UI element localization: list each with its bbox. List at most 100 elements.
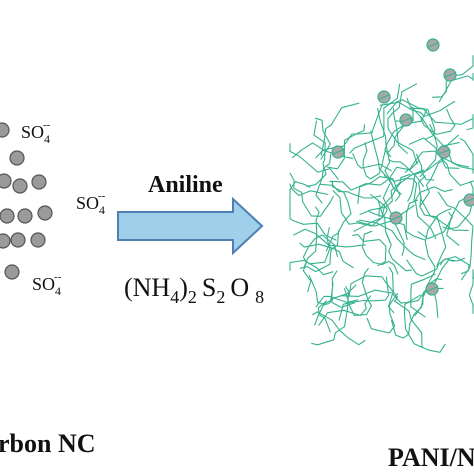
pani-fiber [418,175,469,231]
pani-fiber [403,294,446,353]
pani-fiber [352,234,387,267]
pani-fiber [359,173,411,216]
pani-fiber [315,153,332,204]
pani-fiber [406,98,460,147]
carbon-particle [0,208,15,224]
pani-fiber [289,208,337,241]
pani-fiber [325,180,352,252]
pani-fiber [308,270,338,305]
pani-fiber [378,169,425,217]
embedded-particle-strand [332,149,344,155]
pani-fiber [385,232,412,272]
pani-fiber [356,220,408,241]
pani-fiber [314,284,357,326]
carbon-particle [31,174,47,190]
pani-fiber [440,256,470,275]
pani-fiber [386,109,428,155]
embedded-particle-strand [400,117,412,123]
pani-fiber [362,142,386,180]
carbon-particle [0,233,11,249]
pani-fiber [326,124,366,170]
pani-fiber [332,190,388,227]
pani-fiber [361,230,399,275]
pani-fiber [384,121,411,158]
pani-fiber [306,120,327,187]
sulfate-label-3: SO4-- [32,271,62,298]
pani-fiber [366,293,399,334]
pani-fiber [348,275,398,303]
pani-fiber [408,107,474,125]
pani-fiber [414,186,453,239]
embedded-particle-strand [426,286,438,292]
pani-fiber [388,159,424,187]
pani-fiber [289,172,334,217]
carbon-particle [10,232,26,248]
pani-fiber [379,100,456,117]
pani-fiber [311,286,350,346]
pani-fiber [419,159,444,207]
carbon-particle [30,232,46,248]
embedded-particle-strand [378,94,390,100]
pani-fiber [367,210,405,256]
carbon-particle [0,122,10,138]
embedded-particle-strand [438,149,450,155]
pani-fiber [289,259,334,276]
sulfate-label-1: SO4-- [21,119,51,146]
pani-fiber-network [289,55,474,353]
embedded-particle-strand [427,42,439,48]
pani-fiber [315,295,359,308]
pani-fiber [466,114,474,131]
pani-fiber [319,183,382,199]
pani-fiber [382,183,415,215]
carbon-particle [9,150,25,166]
pani-fiber [420,108,456,135]
reagent-aniline: Aniline [148,172,223,198]
pani-fiber [312,311,366,346]
reaction-arrow [117,196,264,256]
pani-fiber [445,134,474,170]
pani-fiber [329,160,420,191]
pani-fiber [353,194,386,232]
embedded-particle-strand [444,72,456,78]
embedded-particle-strand [464,197,474,203]
pani-fiber [405,199,426,241]
embedded-particle-strand [390,215,402,221]
pani-fiber [406,258,455,277]
pani-fiber [302,206,320,293]
pani-fiber [357,176,401,204]
pani-fiber [289,143,339,180]
carbon-particle [37,205,53,221]
pani-fiber [438,72,474,102]
pani-fiber [410,273,436,318]
pani-fiber [289,181,311,214]
pani-fiber [417,212,453,240]
carbon-particle [12,178,28,194]
pani-fiber [299,230,340,273]
left-caption: rbon NC [0,429,96,458]
pani-fiber [352,153,392,172]
pani-fiber [419,195,447,267]
pani-fiber [344,267,373,316]
pani-fiber [392,107,409,155]
pani-fiber [468,269,474,314]
carbon-particle-cluster [0,122,53,280]
pani-fiber [446,193,474,246]
pani-fiber [315,104,383,159]
pani-fiber [299,242,354,269]
pani-fiber [437,191,474,281]
carbon-particle [17,208,33,224]
pani-fiber [393,300,423,349]
pani-fiber [292,142,354,159]
embedded-particles [331,38,474,296]
pani-fiber [349,83,401,154]
pani-fiber [358,219,426,261]
sulfate-label-2: SO4-- [76,190,106,217]
pani-fiber [432,257,466,318]
pani-fiber [314,117,331,160]
carbon-particle [0,173,12,189]
pani-fiber [318,295,372,326]
pani-fiber [442,180,474,230]
pani-fiber [383,175,418,203]
